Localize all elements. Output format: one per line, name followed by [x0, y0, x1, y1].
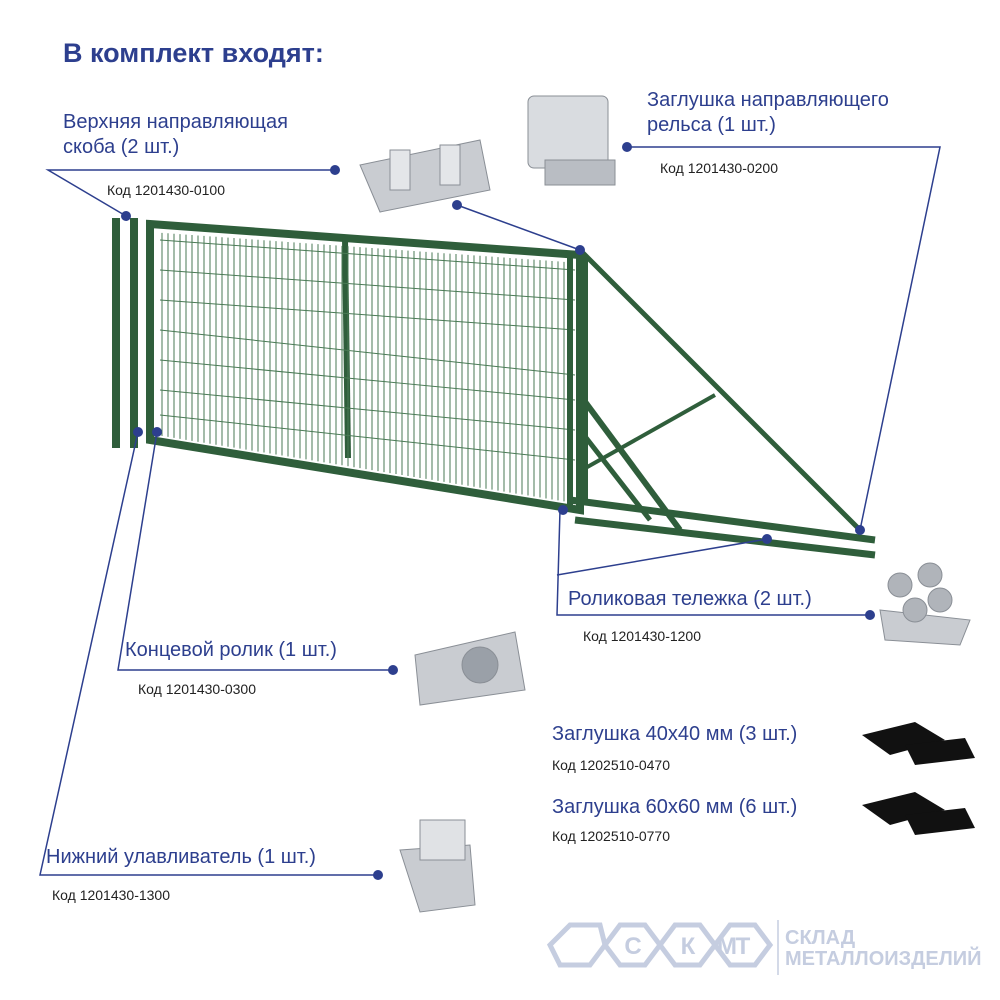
- item-label-top-guide: Верхняя направляющая скоба (2 шт.): [63, 110, 288, 160]
- roller-carriage-image: [879, 562, 971, 646]
- page-title: В комплект входят:: [63, 38, 324, 68]
- top-guide-bracket-image: [359, 139, 491, 213]
- item-label-rail-cap: Заглушка направляющего рельса (1 шт.): [647, 88, 889, 138]
- label-line: рельса (1 шт.): [647, 114, 776, 136]
- item-code-roller-carriage: Код 1201430-1200: [583, 628, 702, 644]
- item-code-end-roller: Код 1201430-0300: [138, 681, 257, 697]
- item-label-end-roller: Концевой ролик (1 шт.): [125, 639, 337, 661]
- end-roller-image: [414, 631, 526, 706]
- rail-cap-image: [527, 95, 616, 186]
- label-line: Заглушка направляющего: [647, 89, 889, 111]
- logo-mark: [546, 920, 779, 975]
- label-line: Верхняя направляющая: [63, 111, 288, 133]
- label-line: скоба (2 шт.): [63, 136, 180, 158]
- logo-line1: СКЛАД: [785, 927, 856, 949]
- item-code-top-guide: Код 1201430-0100: [107, 182, 226, 198]
- item-code-lower-catcher: Код 1201430-1300: [52, 887, 171, 903]
- leader-lines: [39, 146, 941, 876]
- part-images: [359, 95, 971, 913]
- item-label-cap-40: Заглушка 40x40 мм (3 шт.): [552, 723, 798, 745]
- item-label-roller-carriage: Роликовая тележка (2 шт.): [568, 588, 812, 610]
- logo-line2: МЕТАЛЛОИЗДЕЛИЙ: [785, 948, 982, 970]
- svg-text:Т: Т: [736, 933, 751, 960]
- end-caps-images: [862, 722, 975, 835]
- svg-text:К: К: [681, 933, 696, 960]
- item-code-cap-40: Код 1202510-0470: [552, 757, 671, 773]
- item-label-lower-catcher: Нижний улавливатель (1 шт.): [46, 846, 316, 868]
- svg-text:М: М: [717, 933, 737, 960]
- item-code-rail-cap: Код 1201430-0200: [660, 160, 779, 176]
- gate: [112, 218, 876, 559]
- callout-dots: [121, 142, 875, 880]
- item-code-cap-60: Код 1202510-0770: [552, 828, 671, 844]
- item-label-cap-60: Заглушка 60x60 мм (6 шт.): [552, 796, 798, 818]
- lower-catcher-image: [399, 819, 476, 913]
- svg-text:С: С: [624, 933, 641, 960]
